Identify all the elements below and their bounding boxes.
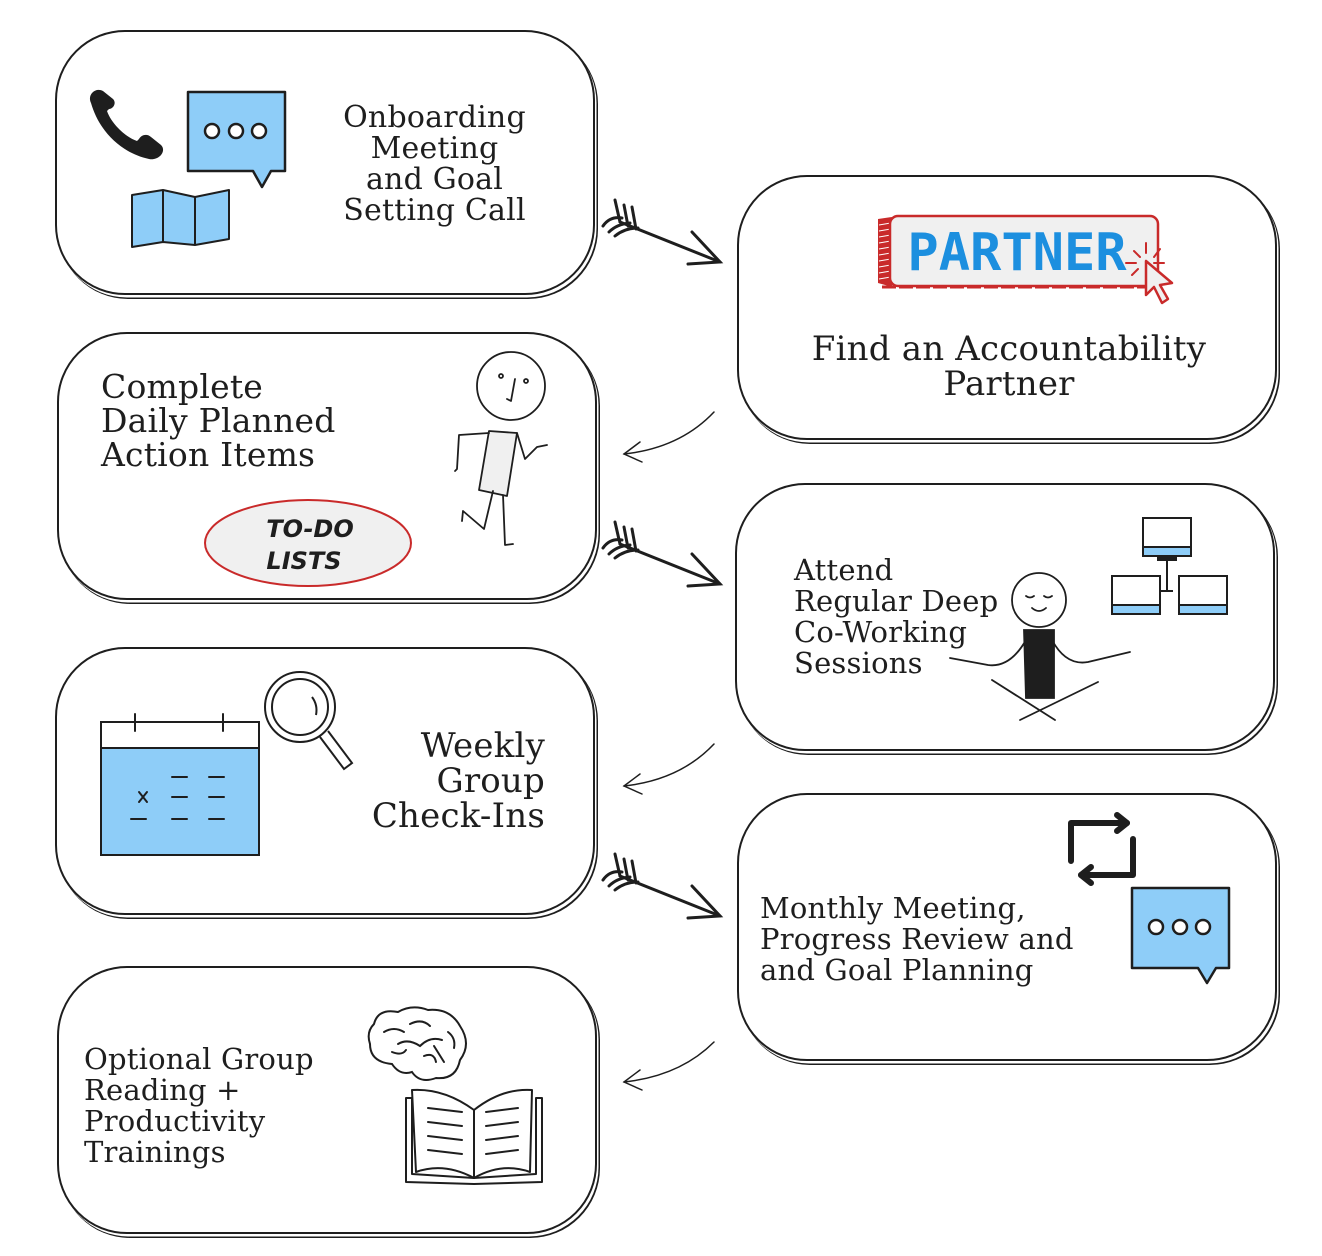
step-card-reading: Optional Group Reading + Productivity Tr…: [57, 966, 597, 1234]
flow-arrow-daily-to-coworking: [601, 520, 724, 588]
step-card-weekly: Weekly Group Check-Ins: [55, 647, 595, 915]
step-card-onboarding: Onboarding Meeting and Goal Setting Call: [55, 30, 595, 295]
step-title-reading: Optional Group Reading + Productivity Tr…: [84, 1044, 384, 1168]
step-title-weekly: Weekly Group Check-Ins: [297, 729, 545, 834]
title-line: Attend: [794, 553, 894, 587]
partner-button-label: PARTNER: [907, 223, 1127, 283]
open-book-icon: [405, 1088, 543, 1185]
title-line: Productivity: [84, 1104, 266, 1138]
title-line: Co-Working: [794, 615, 968, 649]
step-title-partner: Find an Accountability Partner: [779, 332, 1239, 402]
title-line: Trainings: [84, 1135, 226, 1169]
chat-bubble-icon: [1130, 886, 1231, 985]
title-line: Optional Group: [84, 1042, 314, 1076]
title-line: Check-Ins: [371, 796, 545, 836]
flow-arrow-monthly-to-reading: [622, 1041, 715, 1091]
title-line: Setting Call: [343, 193, 526, 228]
brain-icon: [367, 1006, 467, 1081]
title-line: Daily Planned: [101, 401, 336, 440]
cursor-click-icon: [1125, 242, 1174, 305]
title-line: Progress Review and: [760, 922, 1074, 956]
network-computers-icon: [1111, 517, 1228, 615]
todo-badge-line: TO-DO: [266, 515, 354, 543]
title-line: Sessions: [794, 646, 923, 680]
running-stick-figure-icon: [454, 351, 548, 546]
calendar-icon: [100, 713, 260, 856]
meditating-figure-icon: [949, 572, 1131, 721]
title-line: Onboarding: [343, 100, 526, 135]
partner-button: PARTNER: [878, 214, 1160, 289]
title-line: Find an Accountability: [811, 329, 1207, 369]
title-line: Action Items: [101, 435, 316, 474]
step-card-coworking: Attend Regular Deep Co-Working Sessions: [735, 483, 1275, 751]
todo-badge: TO-DO LISTS: [204, 499, 412, 587]
title-line: Meeting: [370, 131, 499, 166]
step-title-monthly: Monthly Meeting, Progress Review and and…: [760, 893, 1090, 986]
step-card-daily: Complete Daily Planned Action Items TO-D…: [57, 332, 597, 600]
title-line: and Goal: [365, 162, 504, 197]
flow-arrow-onboarding-to-partner: [601, 198, 724, 266]
title-line: Regular Deep: [794, 584, 999, 618]
flow-arrow-partner-to-daily: [622, 411, 715, 463]
repeat-arrows-icon: [1068, 812, 1136, 886]
title-line: Group: [436, 761, 545, 801]
flow-arrow-coworking-to-weekly: [622, 743, 715, 795]
title-line: Weekly: [420, 726, 545, 766]
flow-arrow-weekly-to-monthly: [601, 852, 724, 920]
title-line: Reading +: [84, 1073, 241, 1107]
step-card-monthly: Monthly Meeting, Progress Review and and…: [737, 793, 1277, 1061]
title-line: Partner: [943, 364, 1075, 404]
step-title-daily: Complete Daily Planned Action Items: [101, 370, 401, 472]
step-title-coworking: Attend Regular Deep Co-Working Sessions: [794, 555, 1094, 679]
step-card-partner: PARTNER Find an Accountability Partner: [737, 175, 1277, 440]
title-line: and Goal Planning: [760, 953, 1034, 987]
magnifier-icon: [264, 671, 354, 771]
map-icon: [131, 189, 230, 248]
chat-bubble-icon: [186, 90, 287, 189]
step-title-onboarding: Onboarding Meeting and Goal Setting Call: [322, 102, 547, 226]
phone-icon: [89, 89, 164, 160]
title-line: Monthly Meeting,: [760, 891, 1026, 925]
todo-badge-line: LISTS: [266, 547, 341, 575]
title-line: Complete: [101, 367, 264, 406]
